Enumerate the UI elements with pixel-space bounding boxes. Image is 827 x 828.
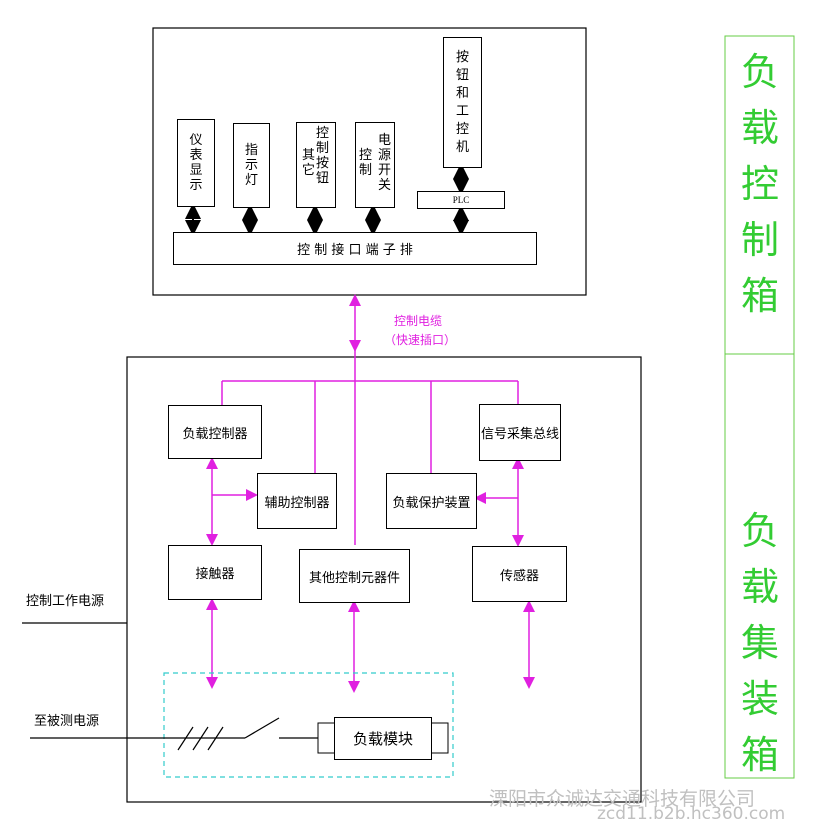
indicator-light-box: 指示灯 — [233, 123, 270, 208]
load-box-frame — [126, 356, 642, 803]
load-protection-label: 负载保护装置 — [392, 495, 471, 511]
dut-power-label: 至被测电源 — [34, 714, 100, 729]
side-panel-bottom-title: 负载集装箱 — [740, 509, 779, 777]
buttons-ipc-label: 按钮和工控机 — [455, 49, 469, 155]
watermark-url: zcd11.b2b.hc360.com — [597, 804, 786, 824]
control-box-frame — [152, 27, 587, 296]
side-panel-top-title: 负载控制箱 — [740, 50, 779, 318]
load-controller-label: 负载控制器 — [182, 426, 248, 442]
watermark-company: 溧阳市众诚达交通科技有限公司 — [489, 788, 756, 810]
plc-label: PLC — [452, 195, 470, 205]
load-module-box: 负载模块 — [334, 717, 432, 760]
control-power-label: 控制工作电源 — [26, 594, 105, 609]
signal-bus-label: 信号采集总线 — [480, 427, 559, 442]
control-arrows — [185, 163, 469, 236]
buttons-ipc-box: 按钮和工控机 — [443, 37, 482, 168]
load-zone-dashed — [163, 672, 454, 778]
sensor-box: 传感器 — [472, 546, 567, 602]
aux-controller-box: 辅助控制器 — [257, 473, 337, 529]
sensor-label: 传感器 — [499, 568, 539, 584]
other-control-buttons-box: 其它 控制按钮 — [296, 122, 336, 208]
terminal-block: 控 制 接 口 端 子 排 — [173, 232, 537, 265]
other-components-box: 其他控制元器件 — [299, 549, 410, 603]
contactor-box: 接触器 — [168, 545, 262, 600]
load-module-label: 负载模块 — [352, 730, 413, 748]
load-module-end-right — [430, 722, 449, 754]
signal-bus-box: 信号采集总线 — [479, 404, 561, 461]
plc-box: PLC — [417, 191, 505, 209]
cable-label-line1: 控制电缆 — [394, 314, 443, 328]
terminal-block-label: 控 制 接 口 端 子 排 — [297, 243, 413, 258]
power-switch-box: 控制 电源开关 — [355, 122, 395, 208]
control-label: 控制 — [359, 148, 373, 178]
load-protection-box: 负载保护装置 — [386, 473, 477, 529]
contactor-label: 接触器 — [195, 567, 235, 582]
instrument-display-box: 仪表显示 — [177, 119, 215, 207]
load-module-end-left — [317, 722, 336, 754]
instrument-display-label: 仪表显示 — [189, 133, 203, 193]
control-buttons-label: 控制按钮 — [316, 126, 330, 186]
magenta-wiring — [206, 294, 535, 693]
power-switch-label: 电源开关 — [378, 133, 392, 193]
load-controller-box: 负载控制器 — [168, 405, 262, 459]
cable-label-line2: （快速插口） — [384, 333, 457, 347]
indicator-light-label: 指示灯 — [244, 143, 258, 188]
other-label: 其它 — [302, 148, 316, 178]
dut-power-line — [30, 717, 318, 751]
side-panel-frame — [724, 35, 795, 779]
other-components-label: 其他控制元器件 — [308, 570, 400, 586]
aux-controller-label: 辅助控制器 — [264, 495, 330, 511]
